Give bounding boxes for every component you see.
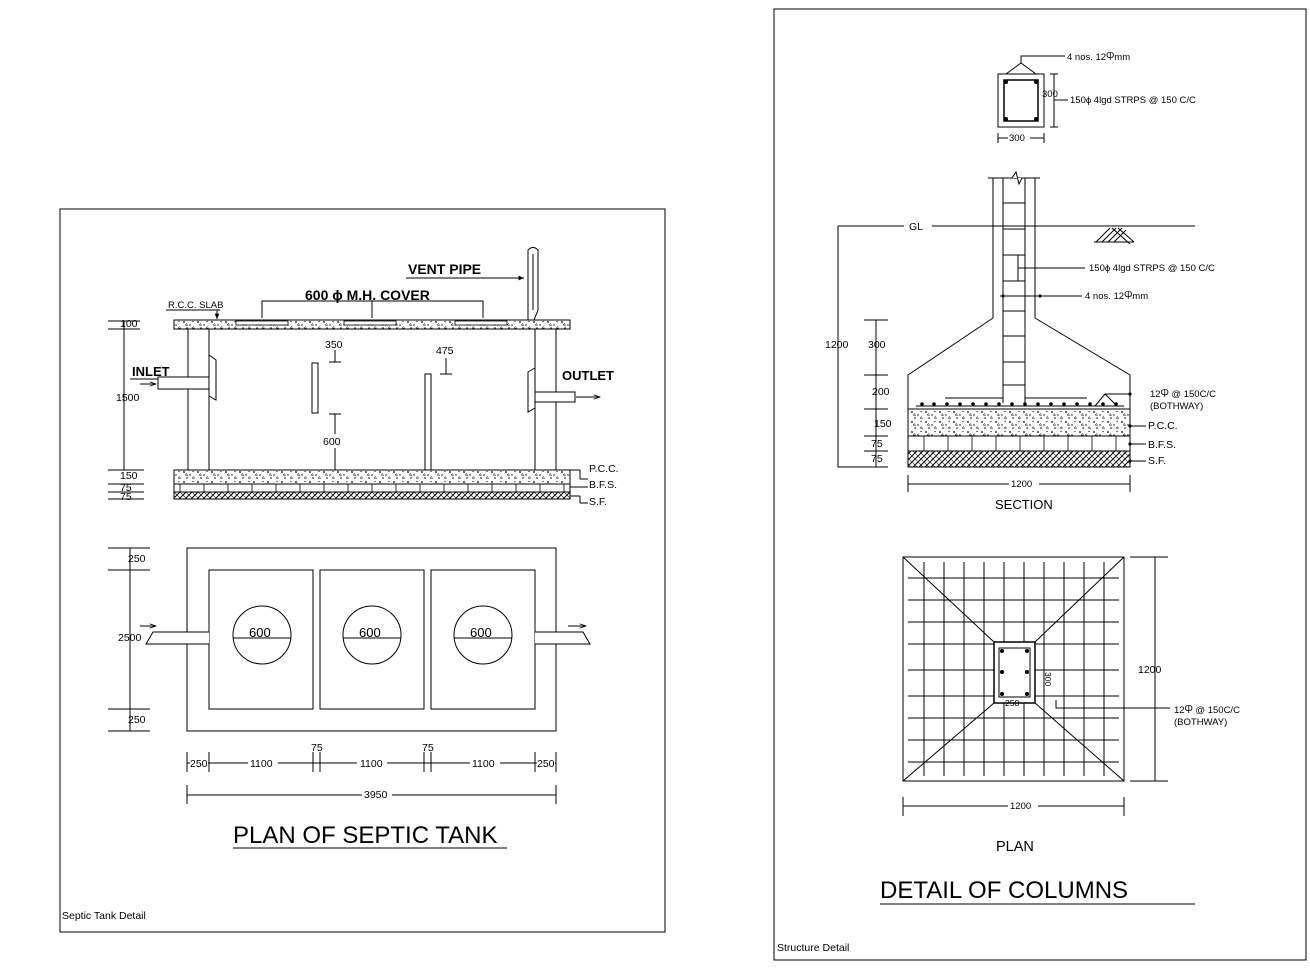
column-stirrups-label: 150ϕ 4lgd STRPS @ 150 C/C — [1070, 95, 1196, 106]
septic-sheet-border — [59, 208, 666, 933]
footing-dim-75a: 75 — [871, 438, 883, 450]
dim-bottom-1100b: 1100 — [360, 758, 383, 770]
section-caption: SECTION — [995, 497, 1053, 512]
footing-dim-300: 300 — [868, 339, 886, 351]
footing-plan-outline — [902, 556, 1125, 782]
dim-250-bottom: 250 — [128, 714, 146, 726]
dim-600: 600 — [323, 436, 341, 448]
footing-sf — [907, 450, 1131, 468]
columns-title: DETAIL OF COLUMNS — [880, 877, 1128, 904]
mh-cover-label: 600 ϕ M.H. COVER — [305, 287, 430, 303]
dim-bottom-250a: 250 — [190, 758, 208, 770]
footing-dim-200: 200 — [872, 386, 890, 398]
septic-plan: 600 600 600 250 2500 250 — [108, 547, 591, 804]
plan-reinf-label-2: (BOTHWAY) — [1174, 717, 1227, 728]
dim-100: 100 — [120, 318, 138, 330]
plan-col-width: 250 — [1005, 698, 1019, 708]
columns-footer: Structure Detail — [777, 942, 849, 954]
dim-150: 150 — [120, 470, 138, 482]
outlet-label: OUTLET — [562, 368, 614, 383]
sf-label: S.F. — [589, 496, 607, 508]
plan-reinf-label-1: 12Ⴔ @ 150C/C — [1174, 704, 1240, 716]
manhole-1 — [232, 605, 292, 665]
dim-bottom-1100a: 1100 — [250, 758, 273, 770]
mh-cover-1 — [235, 320, 289, 326]
mh-cover-2 — [343, 320, 397, 326]
inlet-label: INLET — [132, 364, 170, 379]
footing-pcc-label: P.C.C. — [1148, 420, 1178, 432]
manhole-3 — [453, 605, 513, 665]
footing-bfs — [907, 435, 1131, 452]
manhole-2-label: 600 — [359, 625, 381, 640]
plan-dim-side: 1200 — [1138, 664, 1162, 676]
footing-dim-1200: 1200 — [825, 339, 849, 351]
septic-footer: Septic Tank Detail — [62, 910, 146, 922]
footing-plan: 250 300 12Ⴔ @ 150C/C (BOTHWAY) 1200 1200… — [902, 556, 1240, 855]
dim-bottom-75b: 75 — [422, 742, 434, 754]
vent-pipe-label: VENT PIPE — [408, 261, 481, 277]
septic-title: PLAN OF SEPTIC TANK — [233, 822, 498, 849]
footing-width: 1200 — [1011, 479, 1032, 490]
footing-reinf-label-1: 12Ⴔ @ 150C/C — [1150, 388, 1216, 400]
chamber-2 — [319, 569, 425, 710]
column-dim-300-side: 300 — [1042, 89, 1058, 100]
pcc-label: P.C.C. — [589, 463, 619, 475]
dim-250-top: 250 — [128, 553, 146, 565]
columns-sheet-border — [773, 8, 1307, 961]
rcc-slab-label: R.C.C. SLAB — [168, 300, 223, 311]
bfs-layer — [173, 483, 571, 493]
bfs-label: B.F.S. — [589, 479, 617, 491]
footing-bottom-bars — [920, 402, 1118, 406]
manhole-1-label: 600 — [249, 625, 271, 640]
septic-sheet: 600 ϕ M.H. COVER R.C.C. SLAB VENT PIPE I… — [59, 208, 666, 933]
column-bars-label: 4 nos. 12Ⴔmm — [1067, 51, 1130, 63]
dim-bottom-250b: 250 — [537, 758, 555, 770]
plan-dim-bottom: 1200 — [1010, 801, 1031, 812]
column-dim-300-bottom: 300 — [1009, 133, 1025, 144]
footing-bfs-label: B.F.S. — [1148, 439, 1176, 451]
plan-caption: PLAN — [996, 839, 1034, 855]
dim-total: 3950 — [364, 789, 388, 801]
columns-sheet: 4 nos. 12Ⴔmm 300 150ϕ 4lgd STRPS @ 150 C… — [773, 8, 1307, 961]
column-outline — [997, 73, 1045, 128]
plan-col-height: 300 — [1043, 672, 1053, 686]
dim-75b: 75 — [120, 491, 132, 503]
septic-section: 600 ϕ M.H. COVER R.C.C. SLAB VENT PIPE I… — [108, 247, 619, 508]
footing-reinf-label-2: (BOTHWAY) — [1150, 401, 1203, 412]
dim-475: 475 — [436, 345, 454, 357]
footing-pcc — [907, 408, 1131, 437]
manhole-3-label: 600 — [470, 625, 492, 640]
manhole-2 — [342, 605, 402, 665]
dim-bottom-75a: 75 — [311, 742, 323, 754]
dim-350: 350 — [325, 339, 343, 351]
footing-dim-150: 150 — [874, 418, 892, 430]
sf-layer — [173, 491, 571, 500]
footing-section: GL — [825, 170, 1216, 512]
gl-label: GL — [909, 221, 923, 233]
footing-bars-label: 4 nos. 12Ⴔmm — [1085, 290, 1148, 302]
dim-1500: 1500 — [116, 392, 140, 404]
dim-2500: 2500 — [118, 632, 142, 644]
footing-dim-75b: 75 — [871, 453, 883, 465]
footing-sf-label: S.F. — [1148, 455, 1166, 467]
mh-cover-3 — [454, 320, 508, 326]
footing-stirrups-label: 150ϕ 4lgd STRPS @ 150 C/C — [1089, 263, 1215, 274]
pcc-layer — [173, 469, 571, 485]
column-cross-section: 4 nos. 12Ⴔmm 300 150ϕ 4lgd STRPS @ 150 C… — [997, 51, 1196, 144]
dim-75a: 75 — [120, 482, 132, 494]
dim-bottom-1100c: 1100 — [472, 758, 495, 770]
